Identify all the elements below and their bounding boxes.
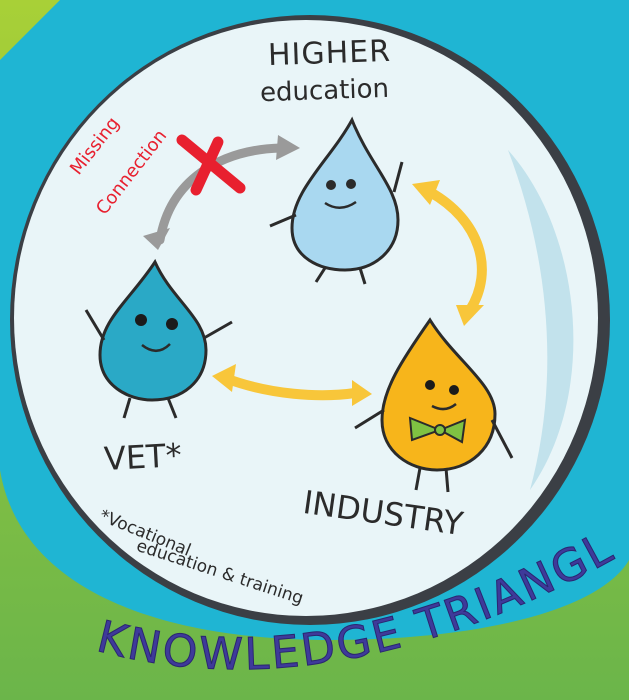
higher-education-label: HIGHER bbox=[267, 34, 391, 73]
vet-label: VET* bbox=[103, 436, 183, 478]
higher-education-sublabel: education bbox=[260, 74, 390, 108]
